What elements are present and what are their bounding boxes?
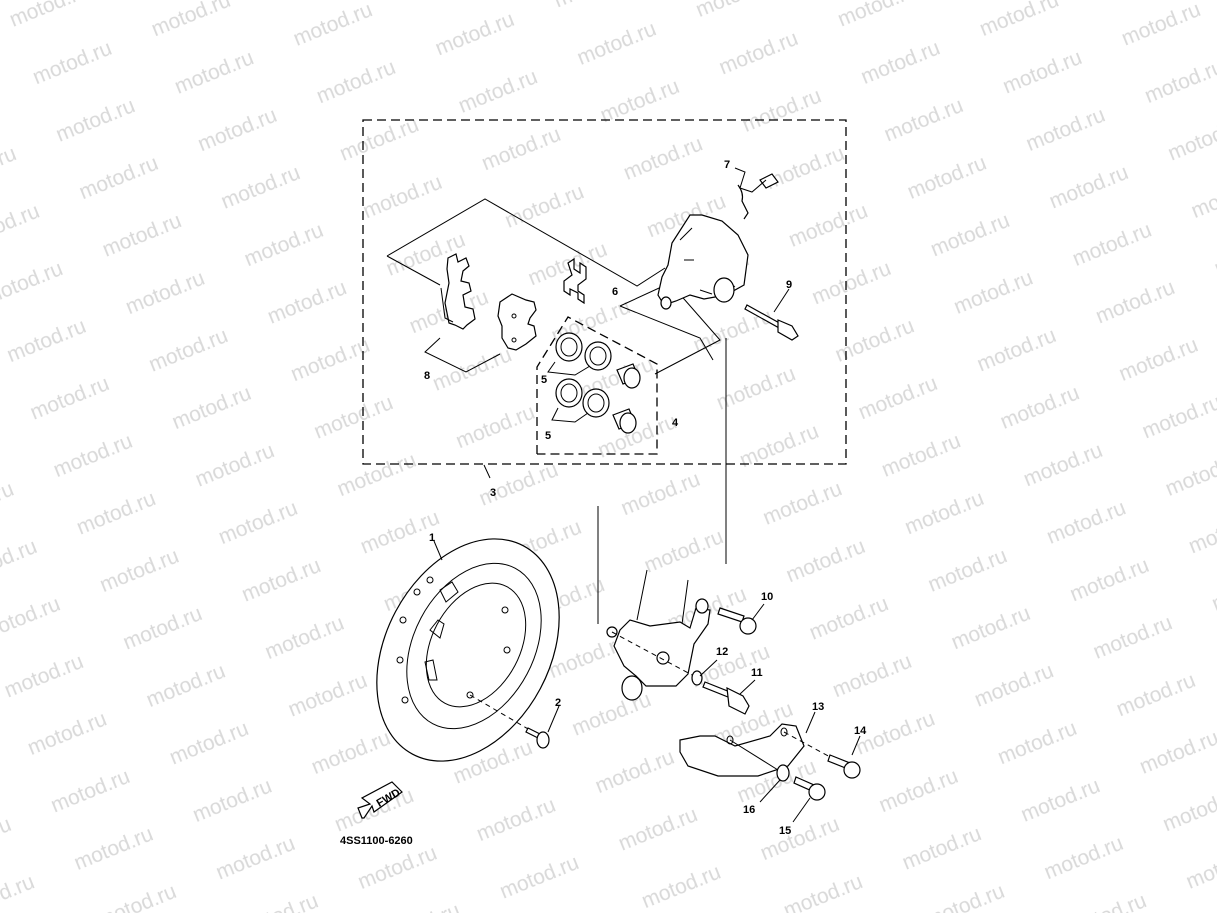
diagram-code: 4SS1100-6260: [340, 835, 413, 847]
disc-bolt: [525, 727, 550, 749]
callout-1[interactable]: 1: [429, 532, 435, 544]
callout-9[interactable]: 9: [786, 279, 792, 291]
axle-bolt: [702, 681, 750, 715]
callout-13[interactable]: 13: [812, 701, 824, 713]
callout-7[interactable]: 7: [724, 159, 730, 171]
callout-3[interactable]: 3: [490, 487, 496, 499]
caliper-piston: [612, 363, 641, 434]
front-fork-leg: [606, 569, 711, 701]
piston-seal: [555, 332, 612, 418]
callout-5-lower[interactable]: 5: [545, 430, 551, 442]
callout-14[interactable]: 14: [854, 725, 867, 737]
callout-11[interactable]: 11: [751, 667, 763, 679]
caliper-guide-frame: [619, 282, 721, 375]
brake-pad-rear: [440, 253, 476, 330]
brake-disc: [376, 538, 560, 762]
callout-10[interactable]: 10: [761, 591, 773, 603]
callout-8[interactable]: 8: [424, 370, 430, 382]
caliper-bolt: [717, 607, 757, 635]
pad-guide-frame: [386, 198, 666, 287]
callout-2[interactable]: 2: [555, 697, 561, 709]
pad-support-clip: [563, 257, 587, 305]
callout-15[interactable]: 15: [779, 825, 791, 837]
guard-washer: [776, 764, 790, 782]
guard-bolt-upper: [827, 754, 861, 779]
callout-4[interactable]: 4: [672, 417, 679, 429]
callout-5-upper[interactable]: 5: [541, 374, 547, 386]
brake-caliper: [657, 173, 779, 310]
callout-12[interactable]: 12: [716, 646, 728, 658]
disc-guard: [679, 723, 805, 777]
guard-bolt-lower: [793, 776, 826, 801]
callout-6[interactable]: 6: [612, 286, 618, 298]
washer: [691, 670, 703, 686]
caliper-assembly-outline: [362, 119, 847, 465]
caliper-pin: [744, 304, 799, 341]
callout-16[interactable]: 16: [743, 804, 755, 816]
forward-direction-arrow: FWD: [357, 781, 403, 819]
brake-pad-front: [497, 293, 537, 351]
seal-kit-outline: [536, 316, 658, 455]
